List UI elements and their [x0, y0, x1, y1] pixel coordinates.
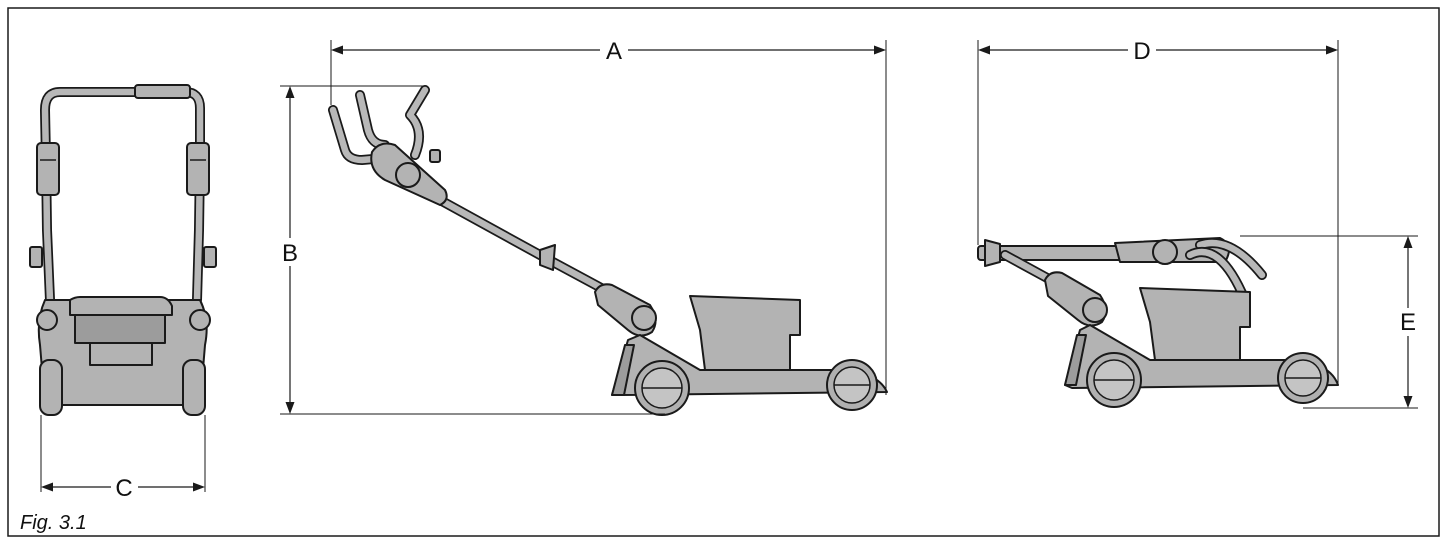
dimension-c: C — [40, 415, 206, 502]
dimension-a-label: A — [606, 38, 622, 65]
figure-frame — [7, 7, 1440, 537]
dimension-d-label: D — [1133, 38, 1150, 65]
dimension-c-label: C — [115, 475, 132, 502]
dimension-d: D — [977, 38, 1339, 385]
dimension-b-label: B — [282, 240, 298, 267]
front-view-mower — [29, 84, 217, 416]
folded-view-mower — [977, 237, 1339, 408]
dimension-e-label: E — [1400, 309, 1416, 336]
figure-caption: Fig. 3.1 — [20, 512, 87, 534]
side-view-mower — [328, 85, 888, 416]
dimension-e: E — [1240, 235, 1418, 409]
dimension-a: A — [330, 38, 887, 395]
dimension-b: B — [280, 85, 665, 415]
